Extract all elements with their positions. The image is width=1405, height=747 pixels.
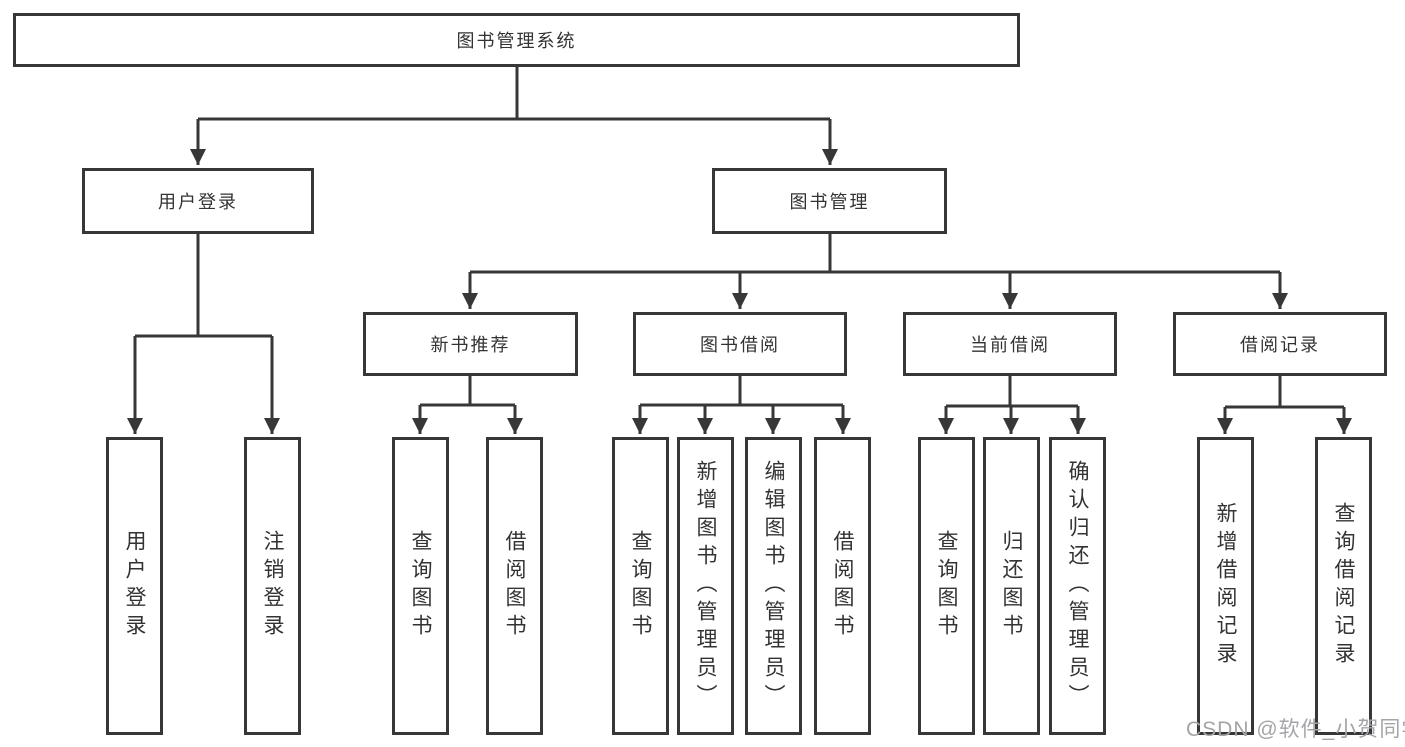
node-nbr-query-books: 查询图书: [392, 437, 449, 735]
node-bb-edit-books-admin-label: 编辑图书（管理员）: [762, 460, 785, 712]
node-book-mgmt: 图书管理: [712, 168, 947, 234]
csdn-watermark: CSDN @软件_小贺同学: [1186, 718, 1405, 741]
node-cb-query-books: 查询图书: [918, 437, 975, 735]
node-bb-query-books: 查询图书: [612, 437, 669, 735]
node-root-system: 图书管理系统: [13, 13, 1020, 67]
node-leaf-user-login: 用户登录: [106, 437, 163, 735]
node-br-add-record-label: 新增借阅记录: [1214, 502, 1237, 670]
node-cb-confirm-return-admin-label: 确认归还（管理员）: [1066, 460, 1089, 712]
node-bb-borrow-books-label: 借阅图书: [831, 530, 854, 642]
node-borrow-records: 借阅记录: [1173, 312, 1387, 376]
node-leaf-logout: 注销登录: [244, 437, 301, 735]
node-cb-return-books-label: 归还图书: [1000, 530, 1023, 642]
node-user-login-label: 用户登录: [158, 192, 238, 212]
node-cb-confirm-return-admin: 确认归还（管理员）: [1049, 437, 1106, 735]
node-br-query-record-label: 查询借阅记录: [1332, 502, 1355, 670]
node-br-add-record: 新增借阅记录: [1197, 437, 1254, 735]
node-book-borrow: 图书借阅: [633, 312, 847, 376]
node-leaf-user-login-label: 用户登录: [123, 530, 146, 642]
node-nbr-query-books-label: 查询图书: [409, 530, 432, 642]
node-bb-borrow-books: 借阅图书: [814, 437, 871, 735]
node-bb-add-books-admin-label: 新增图书（管理员）: [694, 460, 717, 712]
node-root-system-label: 图书管理系统: [456, 31, 577, 51]
node-user-login: 用户登录: [82, 168, 314, 234]
node-current-borrow-label: 当前借阅: [970, 335, 1050, 355]
node-bb-query-books-label: 查询图书: [629, 530, 652, 642]
node-current-borrow: 当前借阅: [903, 312, 1117, 376]
node-borrow-records-label: 借阅记录: [1240, 335, 1320, 355]
node-book-mgmt-label: 图书管理: [789, 192, 870, 212]
node-cb-return-books: 归还图书: [983, 437, 1040, 735]
node-bb-add-books-admin: 新增图书（管理员）: [677, 437, 734, 735]
node-leaf-logout-label: 注销登录: [261, 530, 284, 642]
node-br-query-record: 查询借阅记录: [1315, 437, 1372, 735]
node-cb-query-books-label: 查询图书: [935, 530, 958, 642]
node-book-borrow-label: 图书借阅: [700, 335, 780, 355]
node-new-book-rec-label: 新书推荐: [430, 335, 511, 355]
node-new-book-rec: 新书推荐: [363, 312, 578, 376]
node-nbr-borrow-books: 借阅图书: [486, 437, 543, 735]
node-nbr-borrow-books-label: 借阅图书: [503, 530, 526, 642]
node-bb-edit-books-admin: 编辑图书（管理员）: [745, 437, 802, 735]
